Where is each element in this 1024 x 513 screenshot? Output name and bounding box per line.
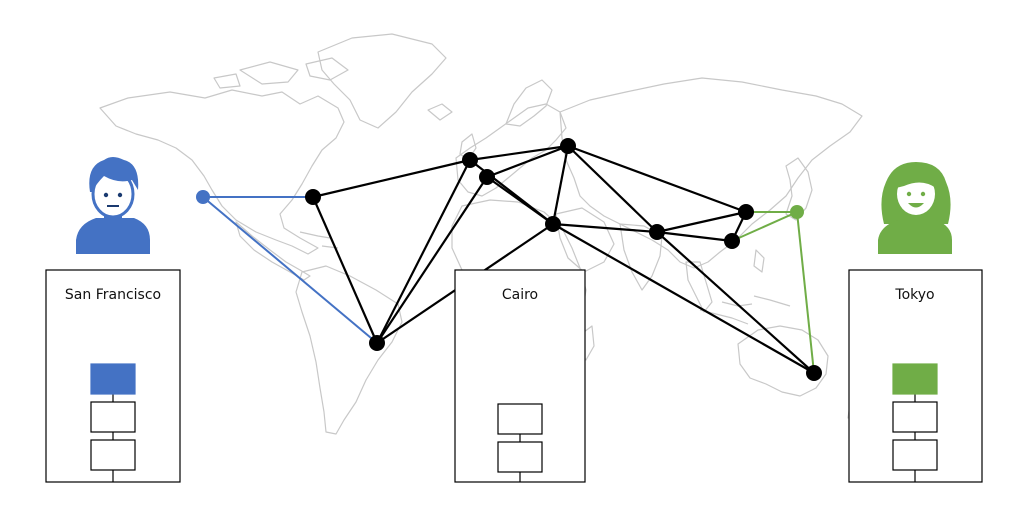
network-node	[560, 138, 576, 154]
network-node	[305, 189, 321, 205]
panel-tokyo-label: Tokyo	[894, 287, 934, 303]
panel-cairo-block-1	[497, 403, 543, 435]
network-node	[724, 233, 740, 249]
network-node	[369, 335, 385, 351]
network-edge	[312, 158, 471, 199]
network-edges	[311, 144, 815, 374]
south-america-outline	[295, 265, 403, 435]
network-edge	[376, 176, 488, 344]
network-edge	[552, 223, 815, 374]
female-user-eye-left	[906, 191, 912, 197]
network-edge	[656, 231, 815, 374]
indonesia-outline	[699, 249, 791, 325]
panel-cairo-label: Cairo	[502, 287, 538, 303]
network-edge	[486, 176, 554, 225]
female-user-icon	[878, 162, 952, 254]
network-edge	[376, 159, 471, 344]
network-edge	[552, 222, 658, 234]
central-america-outline	[235, 221, 311, 281]
network-edge	[656, 210, 747, 234]
panel-cairo-block-2	[497, 441, 543, 473]
panel-san-francisco-label: San Francisco	[65, 287, 161, 303]
female-user-eye-right	[920, 191, 926, 197]
panel-tokyo-block-3	[892, 439, 938, 471]
arabia-outline	[555, 207, 615, 273]
male-user-eye-left	[103, 192, 109, 198]
male-user-icon	[76, 157, 150, 254]
panel-tokyo-block-2	[892, 401, 938, 433]
network-node	[479, 169, 495, 185]
male-user-hair	[89, 157, 139, 192]
australia-outline	[737, 325, 829, 397]
panel-tokyo: Tokyo	[848, 269, 983, 483]
network-edge	[486, 144, 569, 179]
user-node-tokyo	[790, 205, 804, 219]
network-node	[806, 365, 822, 381]
network-edge	[567, 145, 658, 233]
user-access-link	[731, 211, 798, 242]
panel-tokyo-block-1	[892, 363, 938, 395]
male-user-body	[76, 218, 150, 254]
network-nodes	[196, 138, 822, 381]
user-access-link	[202, 196, 378, 344]
network-edge	[469, 144, 569, 162]
network-edge	[551, 145, 570, 225]
iceland-outline	[427, 103, 453, 121]
network-node	[738, 204, 754, 220]
network-edge	[311, 196, 379, 344]
panel-san-francisco-block-2	[90, 401, 136, 433]
greenland-outline	[317, 33, 447, 129]
female-user-body	[878, 220, 952, 254]
scandinavia-outline	[505, 79, 553, 127]
female-user-smile	[908, 203, 924, 208]
network-node	[545, 216, 561, 232]
panel-san-francisco: San Francisco	[45, 269, 181, 483]
network-node	[462, 152, 478, 168]
arctic-islands-outline	[213, 57, 349, 89]
user-node-san-francisco	[196, 190, 210, 204]
location-panels: San Francisco Cairo Tokyo	[45, 269, 983, 483]
europe-outline	[455, 103, 567, 197]
panel-cairo: Cairo	[454, 269, 586, 483]
network-node	[649, 224, 665, 240]
panel-san-francisco-block-3	[90, 439, 136, 471]
southeast-asia-outline	[685, 261, 713, 313]
network-edge	[656, 230, 733, 243]
female-user-bangs	[896, 166, 936, 188]
network-edge	[567, 144, 747, 214]
asia-outline	[559, 77, 863, 269]
user-links	[202, 196, 815, 374]
panel-san-francisco-block-1	[90, 363, 136, 395]
user-access-link	[796, 211, 815, 374]
male-user-eye-right	[117, 192, 123, 198]
north-america-outline	[99, 89, 345, 255]
